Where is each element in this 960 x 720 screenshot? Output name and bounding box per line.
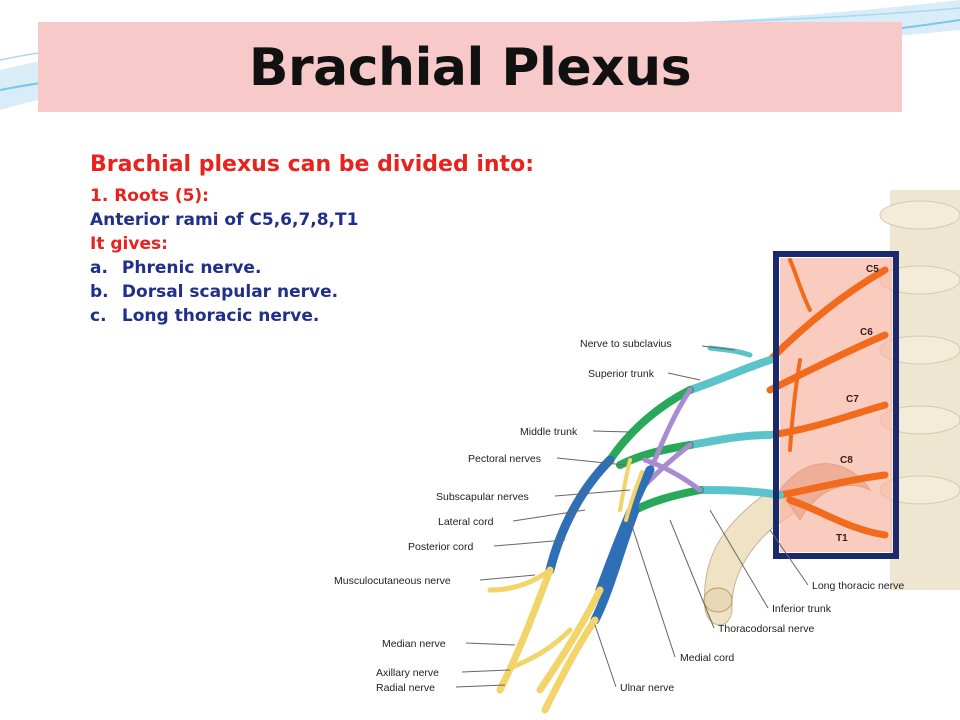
label-lateral-cord: Lateral cord (438, 516, 494, 528)
list-marker: a. (90, 258, 108, 278)
list-marker: b. (90, 282, 109, 302)
label-posterior-cord: Posterior cord (408, 541, 474, 553)
vertebra-label-t1: T1 (836, 533, 848, 544)
title-banner: Brachial Plexus (38, 22, 902, 112)
list-marker: c. (90, 306, 107, 326)
vertebra-label-c5: C5 (866, 264, 879, 275)
slide-content: Brachial plexus can be divided into: 1. … (90, 150, 580, 328)
content-heading: Brachial plexus can be divided into: (90, 152, 534, 177)
list-item-dorsal-scapular: b. Dorsal scapular nerve. (90, 280, 580, 304)
label-ulnar-nerve: Ulnar nerve (620, 682, 674, 694)
anterior-rami-line: Anterior rami of C5,6,7,8,T1 (90, 210, 359, 230)
nerve-divisions (606, 386, 704, 514)
right-leader-lines (594, 509, 809, 688)
label-superior-trunk: Superior trunk (588, 368, 655, 380)
label-pectoral-nerves: Pectoral nerves (468, 453, 541, 465)
label-long-thoracic-nerve: Long thoracic nerve (812, 580, 904, 592)
label-musculocutaneous-nerve: Musculocutaneous nerve (334, 575, 451, 587)
it-gives-line: It gives: (90, 234, 168, 254)
label-radial-nerve: Radial nerve (376, 682, 435, 694)
clavicle-cross-section (703, 587, 733, 613)
left-leader-lines (455, 345, 736, 688)
vertebra-label-c7: C7 (846, 394, 859, 405)
label-inferior-trunk: Inferior trunk (772, 603, 832, 615)
vertebra-label-c8: C8 (840, 455, 853, 466)
label-medial-cord: Medial cord (680, 652, 734, 664)
label-middle-trunk: Middle trunk (520, 426, 578, 438)
roots-line: 1. Roots (5): (90, 186, 209, 206)
nerve-roots (766, 258, 889, 539)
label-axillary-nerve: Axillary nerve (376, 667, 439, 679)
roots-highlight-frame (773, 251, 899, 559)
vertebra-label-c6: C6 (860, 327, 873, 338)
slide-title: Brachial Plexus (248, 38, 692, 98)
vertebral-column (879, 190, 960, 590)
list-item-long-thoracic: c. Long thoracic nerve. (90, 304, 580, 328)
list-item-text: Long thoracic nerve. (121, 306, 320, 326)
nerve-trunks (686, 345, 784, 499)
list-item-phrenic: a. Phrenic nerve. (90, 256, 580, 280)
label-thoracodorsal-nerve: Thoracodorsal nerve (718, 623, 814, 635)
brachial-plexus-illustration: C5 C6 C7 C8 T1 Nerve to subclavius Super… (334, 190, 960, 714)
list-item-text: Dorsal scapular nerve. (121, 282, 339, 302)
list-item-text: Phrenic nerve. (121, 258, 262, 278)
label-nerve-to-subclavius: Nerve to subclavius (580, 338, 672, 350)
terminal-branches (487, 458, 644, 714)
label-subscapular-nerves: Subscapular nerves (436, 491, 529, 503)
label-median-nerve: Median nerve (382, 638, 446, 650)
